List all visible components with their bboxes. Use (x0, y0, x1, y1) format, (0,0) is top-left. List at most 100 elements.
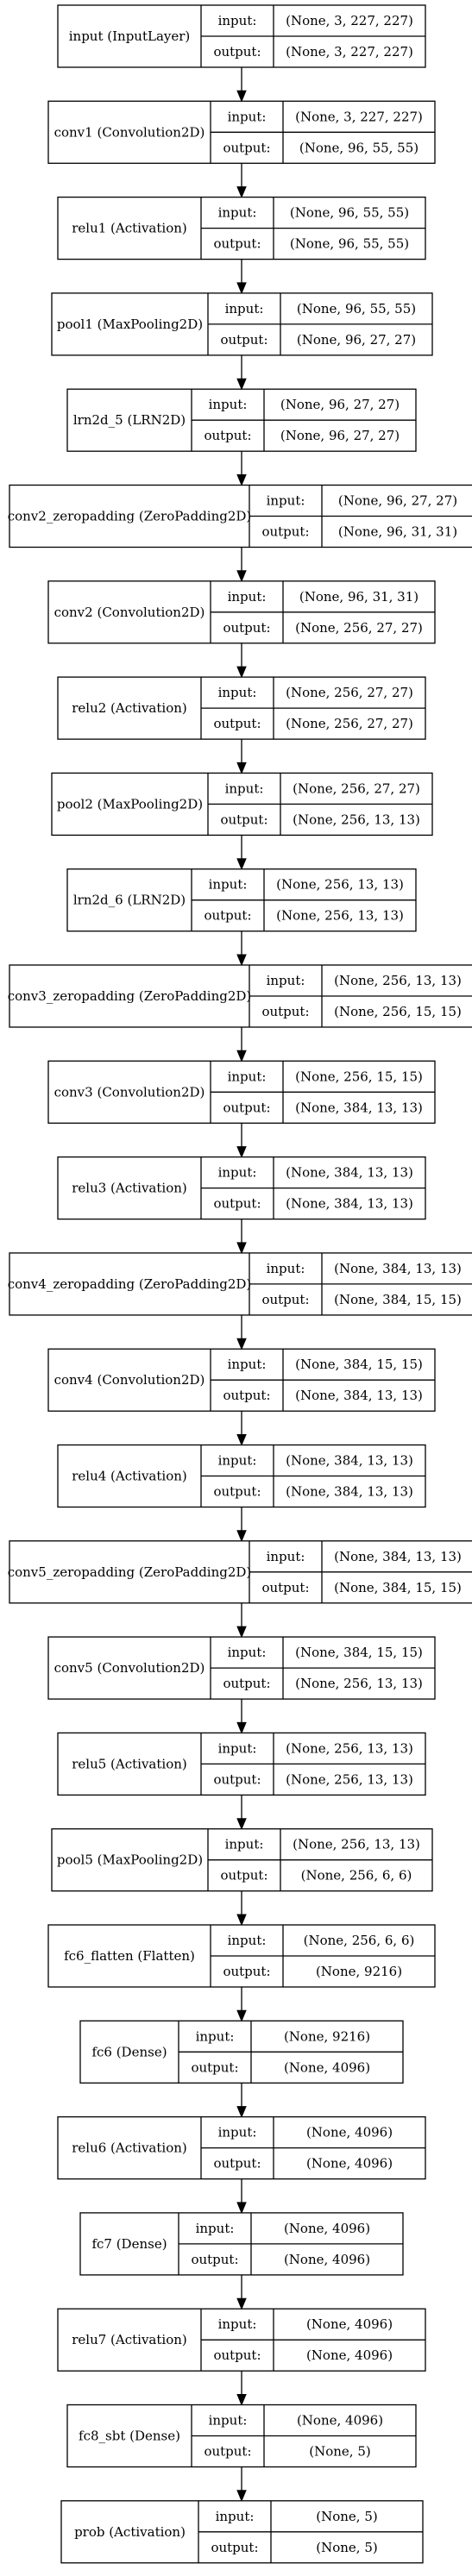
layer-node: pool1 (MaxPooling2D)input:output:(None, … (51, 292, 433, 356)
output-shape: (None, 384, 13, 13) (286, 1484, 413, 1500)
layer-name: conv3 (Convolution2D) (54, 1084, 205, 1100)
layer-name: relu1 (Activation) (72, 221, 187, 236)
layer-name: relu7 (Activation) (72, 2332, 187, 2347)
edge-arrow (236, 354, 247, 391)
edge-arrow (236, 163, 247, 198)
input-label: input: (216, 2509, 255, 2524)
layer-node: fc6 (Dense)input:output:(None, 9216)(Non… (79, 2020, 404, 2084)
input-shape: (None, 4096) (306, 2316, 393, 2332)
output-label: output: (261, 1292, 309, 1307)
layer-node: conv5 (Convolution2D)input:output:(None,… (47, 1636, 436, 1700)
input-shape: (None, 256, 27, 27) (286, 685, 413, 700)
input-label: input: (267, 1549, 305, 1564)
layer-name: fc7 (Dense) (91, 2236, 167, 2252)
output-label: output: (213, 236, 261, 252)
output-shape: (None, 4096) (306, 2156, 393, 2172)
output-label: output: (213, 2347, 261, 2363)
layer-name: fc8_sbt (Dense) (79, 2429, 180, 2444)
input-label: input: (228, 1357, 267, 1372)
layer-name: conv2_zeropadding (ZeroPadding2D) (8, 509, 252, 524)
input-shape: (None, 384, 13, 13) (334, 1549, 462, 1564)
output-label: output: (204, 428, 251, 443)
input-label: input: (228, 1933, 267, 1948)
input-shape: (None, 384, 13, 13) (286, 1453, 413, 1469)
output-shape: (None, 96, 55, 55) (290, 236, 409, 252)
layer-name: lrn2d_5 (LRN2D) (73, 412, 186, 428)
output-label: output: (220, 1868, 267, 1883)
output-shape: (None, 4096) (284, 2059, 370, 2075)
output-label: output: (191, 2252, 238, 2267)
output-shape: (None, 256, 13, 13) (286, 1771, 413, 1787)
output-label: output: (261, 1004, 309, 1019)
edge-arrow (236, 1795, 247, 1830)
input-label: input: (209, 877, 248, 893)
layer-name: relu4 (Activation) (72, 1469, 187, 1484)
output-shape: (None, 96, 27, 27) (297, 332, 416, 348)
layer-node: lrn2d_6 (LRN2D)input:output:(None, 256, … (66, 868, 417, 932)
output-label: output: (213, 2156, 261, 2172)
input-label: input: (228, 109, 267, 124)
output-shape: (None, 256, 27, 27) (286, 716, 413, 731)
output-label: output: (223, 1676, 270, 1691)
output-shape: (None, 256, 13, 13) (276, 908, 404, 924)
input-label: input: (228, 1069, 267, 1084)
input-shape: (None, 384, 15, 15) (295, 1645, 423, 1660)
layer-node: relu5 (Activation)input:output:(None, 25… (57, 1732, 426, 1796)
input-label: input: (267, 493, 305, 509)
input-label: input: (225, 1837, 264, 1852)
input-shape: (None, 256, 15, 15) (295, 1069, 423, 1084)
edge-arrow (236, 931, 247, 967)
layer-name: lrn2d_6 (LRN2D) (73, 893, 186, 908)
layer-node: relu4 (Activation)input:output:(None, 38… (57, 1444, 426, 1508)
layer-name: conv5_zeropadding (ZeroPadding2D) (8, 1564, 252, 1580)
input-shape: (None, 256, 13, 13) (293, 1837, 420, 1852)
input-shape: (None, 384, 13, 13) (334, 1261, 462, 1276)
output-shape: (None, 4096) (306, 2347, 393, 2363)
layer-name: fc6 (Dense) (91, 2044, 167, 2059)
input-label: input: (267, 1261, 305, 1276)
output-label: output: (220, 812, 267, 827)
edge-arrow (236, 2274, 247, 2310)
output-shape: (None, 96, 27, 27) (280, 428, 400, 443)
output-label: output: (223, 140, 270, 155)
input-shape: (None, 3, 227, 227) (295, 109, 423, 124)
layer-name: pool2 (MaxPooling2D) (57, 796, 203, 812)
input-label: input: (209, 397, 248, 412)
input-shape: (None, 9216) (284, 2028, 370, 2044)
output-shape: (None, 96, 31, 31) (338, 524, 457, 540)
edge-arrow (236, 2466, 247, 2503)
input-label: input: (218, 1165, 257, 1181)
input-label: input: (228, 1645, 267, 1660)
layer-node: conv3_zeropadding (ZeroPadding2D)input:o… (8, 964, 472, 1028)
input-label: input: (209, 2413, 248, 2429)
input-shape: (None, 5) (316, 2509, 377, 2524)
layer-node: relu6 (Activation)input:output:(None, 40… (57, 2115, 426, 2180)
output-label: output: (213, 44, 261, 60)
layer-node: lrn2d_5 (LRN2D) input: output: (None, 96, 2… (66, 388, 417, 452)
edge-arrow (236, 739, 247, 774)
edge-arrow (236, 1027, 247, 1062)
layer-name: conv4 (Convolution2D) (54, 1372, 205, 1388)
output-label: output: (213, 1484, 261, 1500)
output-shape: (None, 384, 13, 13) (286, 1196, 413, 1212)
output-shape: (None, 384, 13, 13) (295, 1100, 423, 1115)
output-shape: (None, 5) (316, 2540, 377, 2555)
output-label: output: (220, 332, 267, 348)
layer-name: conv4_zeropadding (ZeroPadding2D) (8, 1276, 252, 1292)
edge-arrow (236, 1219, 247, 1255)
output-label: output: (191, 2059, 238, 2075)
input-shape: (None, 256, 13, 13) (276, 877, 404, 893)
input-label: input: (228, 589, 267, 605)
layer-node: conv4 (Convolution2D)input:output:(None,… (47, 1348, 436, 1412)
edge-arrow (236, 642, 247, 679)
input-shape: (None, 384, 13, 13) (286, 1165, 413, 1181)
layer-node: conv2 (Convolution2D)input:output:(None,… (47, 580, 436, 644)
edge-arrow (236, 451, 247, 486)
layer-name: conv2 (Convolution2D) (54, 605, 205, 620)
input-label: input: (225, 780, 264, 796)
input-shape: (None, 96, 31, 31) (299, 589, 419, 605)
edge-arrow (236, 1602, 247, 1639)
input-shape: (None, 96, 27, 27) (280, 397, 400, 412)
output-shape: (None, 384, 15, 15) (334, 1580, 462, 1595)
